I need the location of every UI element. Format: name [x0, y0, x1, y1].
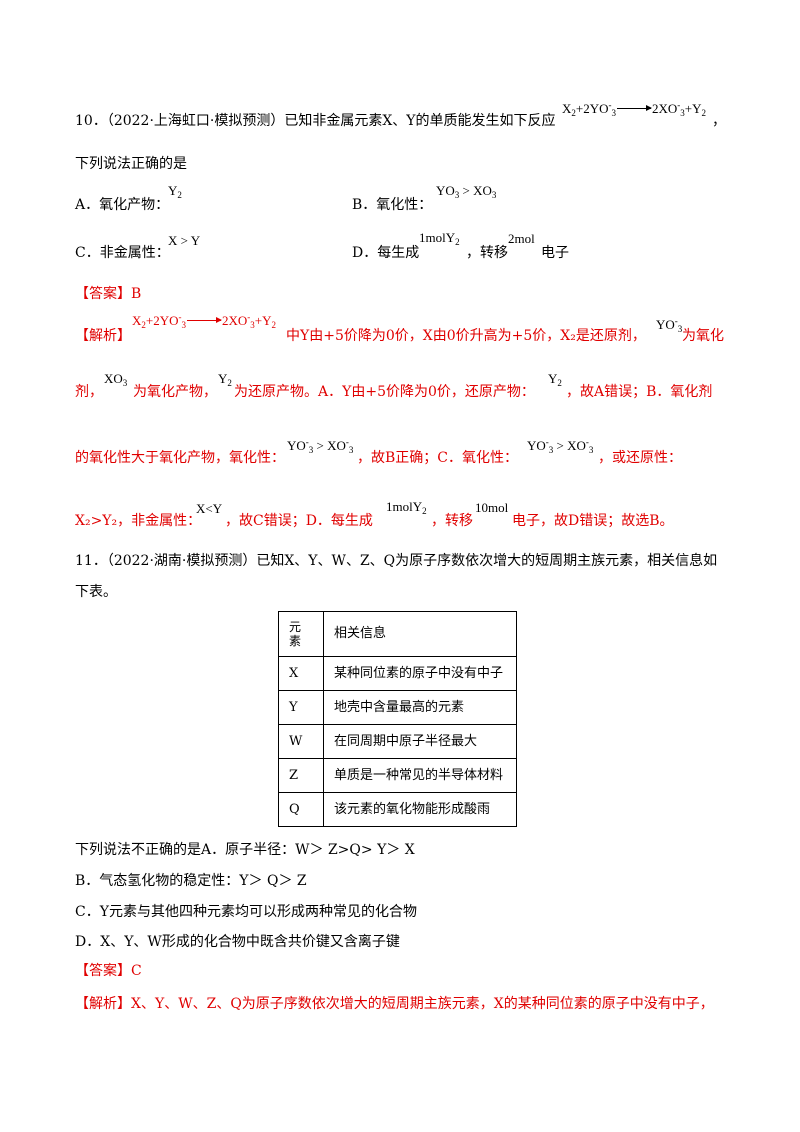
- q10-option-d-formula: 1molY2: [419, 230, 460, 247]
- q10-analysis-y2-a: Y2: [218, 371, 232, 388]
- q10-analysis-line2-start: 剂，: [75, 384, 103, 400]
- q10-option-b: B．氧化性：: [352, 197, 433, 213]
- q10-analysis-line3-start: 的氧化性大于氧化产物，氧化性：: [75, 450, 285, 466]
- q11-option-c: C．Y元素与其他四种元素均可以形成两种常见的化合物: [75, 904, 417, 920]
- q11-stem-line1: 11．（2022·湖南·模拟预测）已知X、Y、W、Z、Q为原子序数依次增大的短周…: [75, 553, 718, 569]
- table-cell-info: 地壳中含量最高的元素: [323, 690, 517, 725]
- q10-option-d-mid: ，转移: [466, 245, 508, 261]
- q10-option-c-formula: X > Y: [168, 233, 201, 248]
- q10-answer: 【答案】B: [75, 286, 142, 302]
- q10-analysis-line4-mid: ，故C错误；D．每生成: [225, 513, 373, 529]
- q10-analysis-xo3: XO3: [104, 371, 128, 388]
- q10-analysis-line1: 中Y由+5价降为0价，X由0价升高为+5价，X₂是还原剂，: [286, 328, 646, 344]
- table-header-info: 相关信息: [323, 611, 517, 657]
- q11-stem-line2: 下表。: [75, 584, 117, 600]
- table-row: X 某种同位素的原子中没有中子: [278, 656, 517, 691]
- q10-analysis-formula: X<Y: [196, 501, 223, 516]
- table-row: W 在同周期中原子半径最大: [278, 724, 517, 759]
- q10-analysis-compare-1: YO-3 > XO-3: [287, 437, 354, 455]
- q10-prompt: 下列说法正确的是: [75, 156, 187, 172]
- table-cell-element: Z: [278, 758, 324, 793]
- q10-stem: 10．（2022·上海虹口·模拟预测）已知非金属元素X、Y的单质能发生如下反应: [75, 113, 556, 129]
- table-row: Y 地壳中含量最高的元素: [278, 690, 517, 725]
- q10-option-d-end: 电子: [541, 245, 569, 261]
- q11-option-d: D．X、Y、W形成的化合物中既含共价键又含离子键: [75, 934, 400, 950]
- q10-analysis-line3-end: ，或还原性：: [598, 450, 682, 466]
- q10-analysis-line3-mid: ，故B正确；C．氧化性：: [357, 450, 518, 466]
- q10-option-d-qty: 2mol: [508, 231, 535, 246]
- table-cell-element: Q: [278, 792, 324, 827]
- q10-stem-tail: ，: [712, 113, 726, 129]
- table-cell-element: Y: [278, 690, 324, 725]
- table-cell-element: W: [278, 724, 324, 759]
- table-cell-element: X: [278, 656, 324, 691]
- q10-analysis-line2-mid2: 为还原产物。A．Y由+5价降为0价，还原产物：: [234, 384, 535, 400]
- q11-option-a: 下列说法不正确的是A．原子半径：W＞ Z>Q> Y＞ X: [75, 842, 415, 858]
- table-cell-info: 在同周期中原子半径最大: [323, 724, 517, 759]
- q11-info-table: 元素 相关信息 X 某种同位素的原子中没有中子 Y 地壳中含量最高的元素 W 在…: [278, 611, 517, 827]
- q10-analysis-y2-b: Y2: [548, 371, 562, 388]
- q10-option-b-formula: YO3 > XO3: [436, 183, 497, 200]
- q10-analysis-line4-mid2: ，转移: [431, 513, 473, 529]
- table-cell-info: 某种同位素的原子中没有中子: [323, 656, 517, 691]
- q10-analysis-yo3: YO-3: [656, 316, 683, 334]
- q10-analysis-line2-mid1: 为氧化产物，: [133, 384, 217, 400]
- q11-answer: 【答案】C: [75, 963, 142, 979]
- q10-option-c: C．非金属性：: [75, 245, 170, 261]
- table-header-element: 元素: [278, 611, 324, 657]
- q10-analysis-tag: 【解析】: [75, 328, 131, 344]
- table-header-row: 元素 相关信息: [278, 611, 517, 657]
- q10-analysis-qty: 10mol: [475, 500, 509, 515]
- table-cell-info: 单质是一种常见的半导体材料: [323, 758, 517, 793]
- table-row: Z 单质是一种常见的半导体材料: [278, 758, 517, 793]
- q10-analysis-line4-start: X₂>Y₂，非金属性：: [75, 513, 202, 529]
- q11-option-b: B．气态氢化物的稳定性：Y＞ Q＞ Z: [75, 873, 307, 889]
- q10-analysis-line2-end: ，故A错误；B．氧化剂: [566, 384, 713, 400]
- q10-option-a-formula: Y2: [168, 183, 182, 200]
- q10-analysis-line1-end: 为氧化: [682, 328, 724, 344]
- q10-option-d: D．每生成: [352, 245, 420, 261]
- q11-analysis: 【解析】X、Y、W、Z、Q为原子序数依次增大的短周期主族元素，X的某种同位素的原…: [75, 996, 714, 1012]
- q10-analysis-mol: 1molY2: [386, 499, 427, 516]
- q10-option-a: A．氧化产物：: [75, 197, 170, 213]
- table-cell-info: 该元素的氧化物能形成酸雨: [323, 792, 517, 827]
- q10-analysis-line4-end: 电子，故D错误；故选B。: [512, 513, 674, 529]
- table-row: Q 该元素的氧化物能形成酸雨: [278, 792, 517, 827]
- q10-analysis-compare-2: YO-3 > XO-3: [527, 437, 594, 455]
